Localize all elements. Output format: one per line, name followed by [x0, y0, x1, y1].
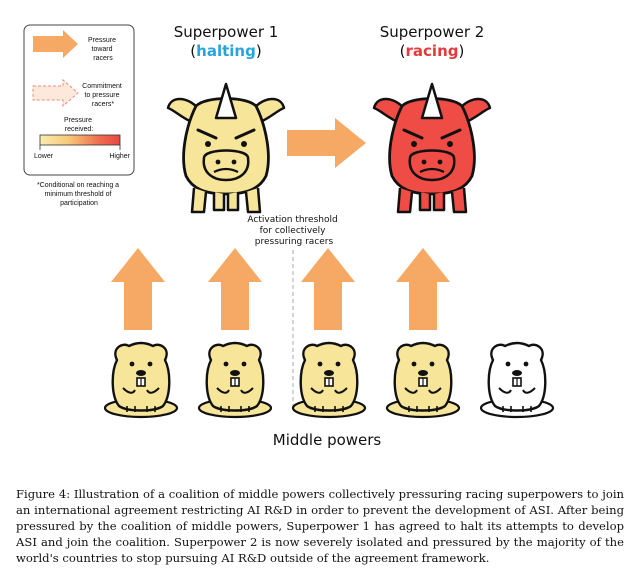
- middle-power-1-beaver-icon: [103, 341, 179, 419]
- middle-power-3-beaver-icon: [291, 341, 367, 419]
- middle-power-1-pressure-arrow-icon: [111, 248, 165, 330]
- threshold-label: Activation threshold for collectively pr…: [247, 215, 340, 247]
- superpower1-status: (halting): [190, 42, 261, 60]
- pressure-arrow-label: Pressure toward racers: [88, 37, 118, 62]
- pressure-scale-bar: [39, 134, 121, 146]
- legend: Pressure toward racers Commitment to pre…: [23, 24, 135, 207]
- middle-power-4-beaver-icon: [385, 341, 461, 419]
- pressure-received-label: Pressure received:: [64, 117, 94, 133]
- commitment-arrow-label: Commitment to pressure racers*: [82, 83, 124, 108]
- superpower2-title: Superpower 2: [380, 23, 485, 41]
- middle-power-4-pressure-arrow-icon: [396, 248, 450, 330]
- scale-high-label: Higher: [109, 153, 130, 160]
- middle-power-2-pressure-arrow-icon: [208, 248, 262, 330]
- middle-power-5-beaver-icon: [479, 341, 555, 419]
- superpower2-rhino-icon: [372, 82, 492, 214]
- legend-footnote: *Conditional on reaching a minimum thres…: [37, 182, 121, 207]
- middle-power-3-pressure-arrow-icon: [301, 248, 355, 330]
- superpower1-rhino-icon: [166, 82, 286, 214]
- middle-power-2-beaver-icon: [197, 341, 273, 419]
- superpower2-status: (racing): [400, 42, 465, 60]
- superpower1-title: Superpower 1: [174, 23, 279, 41]
- figure-caption: Figure 4: Illustration of a coalition of…: [16, 487, 624, 565]
- middle-powers-label: Middle powers: [273, 431, 382, 449]
- scale-low-label: Lower: [34, 153, 54, 160]
- superpower1-pressure-arrow-icon: [287, 118, 366, 168]
- coalition-diagram: Pressure toward racers Commitment to pre…: [23, 23, 555, 449]
- commitment-arrow-icon: [32, 78, 79, 108]
- pressure-arrow-icon: [33, 30, 78, 58]
